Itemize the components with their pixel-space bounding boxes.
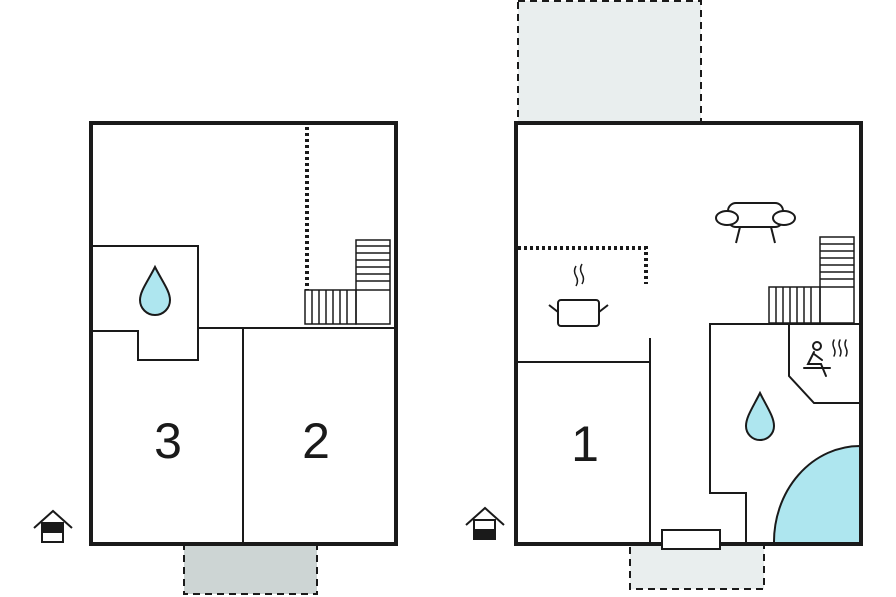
floor-indicator-icon <box>33 509 73 543</box>
railing <box>518 246 648 284</box>
room-number: 3 <box>154 413 182 469</box>
terrace <box>517 0 702 123</box>
staircase-icon <box>304 239 391 325</box>
kitchen-pot-icon <box>548 263 609 327</box>
plan-upper-floor: 3 2 <box>33 121 398 595</box>
terrace <box>183 543 318 595</box>
room-number: 2 <box>302 413 330 469</box>
staircase-icon <box>768 236 855 324</box>
terrace <box>629 543 765 590</box>
bathroom-wall <box>91 245 199 361</box>
room-number: 1 <box>571 416 599 472</box>
bathroom-wall <box>709 323 860 544</box>
sofa-icon <box>715 202 796 244</box>
plan-ground-floor: 1 <box>465 0 863 590</box>
shower-area <box>772 444 861 545</box>
entrance-door <box>661 529 721 550</box>
sauna-wall <box>788 324 860 404</box>
floor-indicator-icon <box>465 506 505 540</box>
water-drop-icon <box>744 390 776 441</box>
sauna-icon <box>803 339 848 377</box>
water-drop-icon <box>138 264 172 316</box>
